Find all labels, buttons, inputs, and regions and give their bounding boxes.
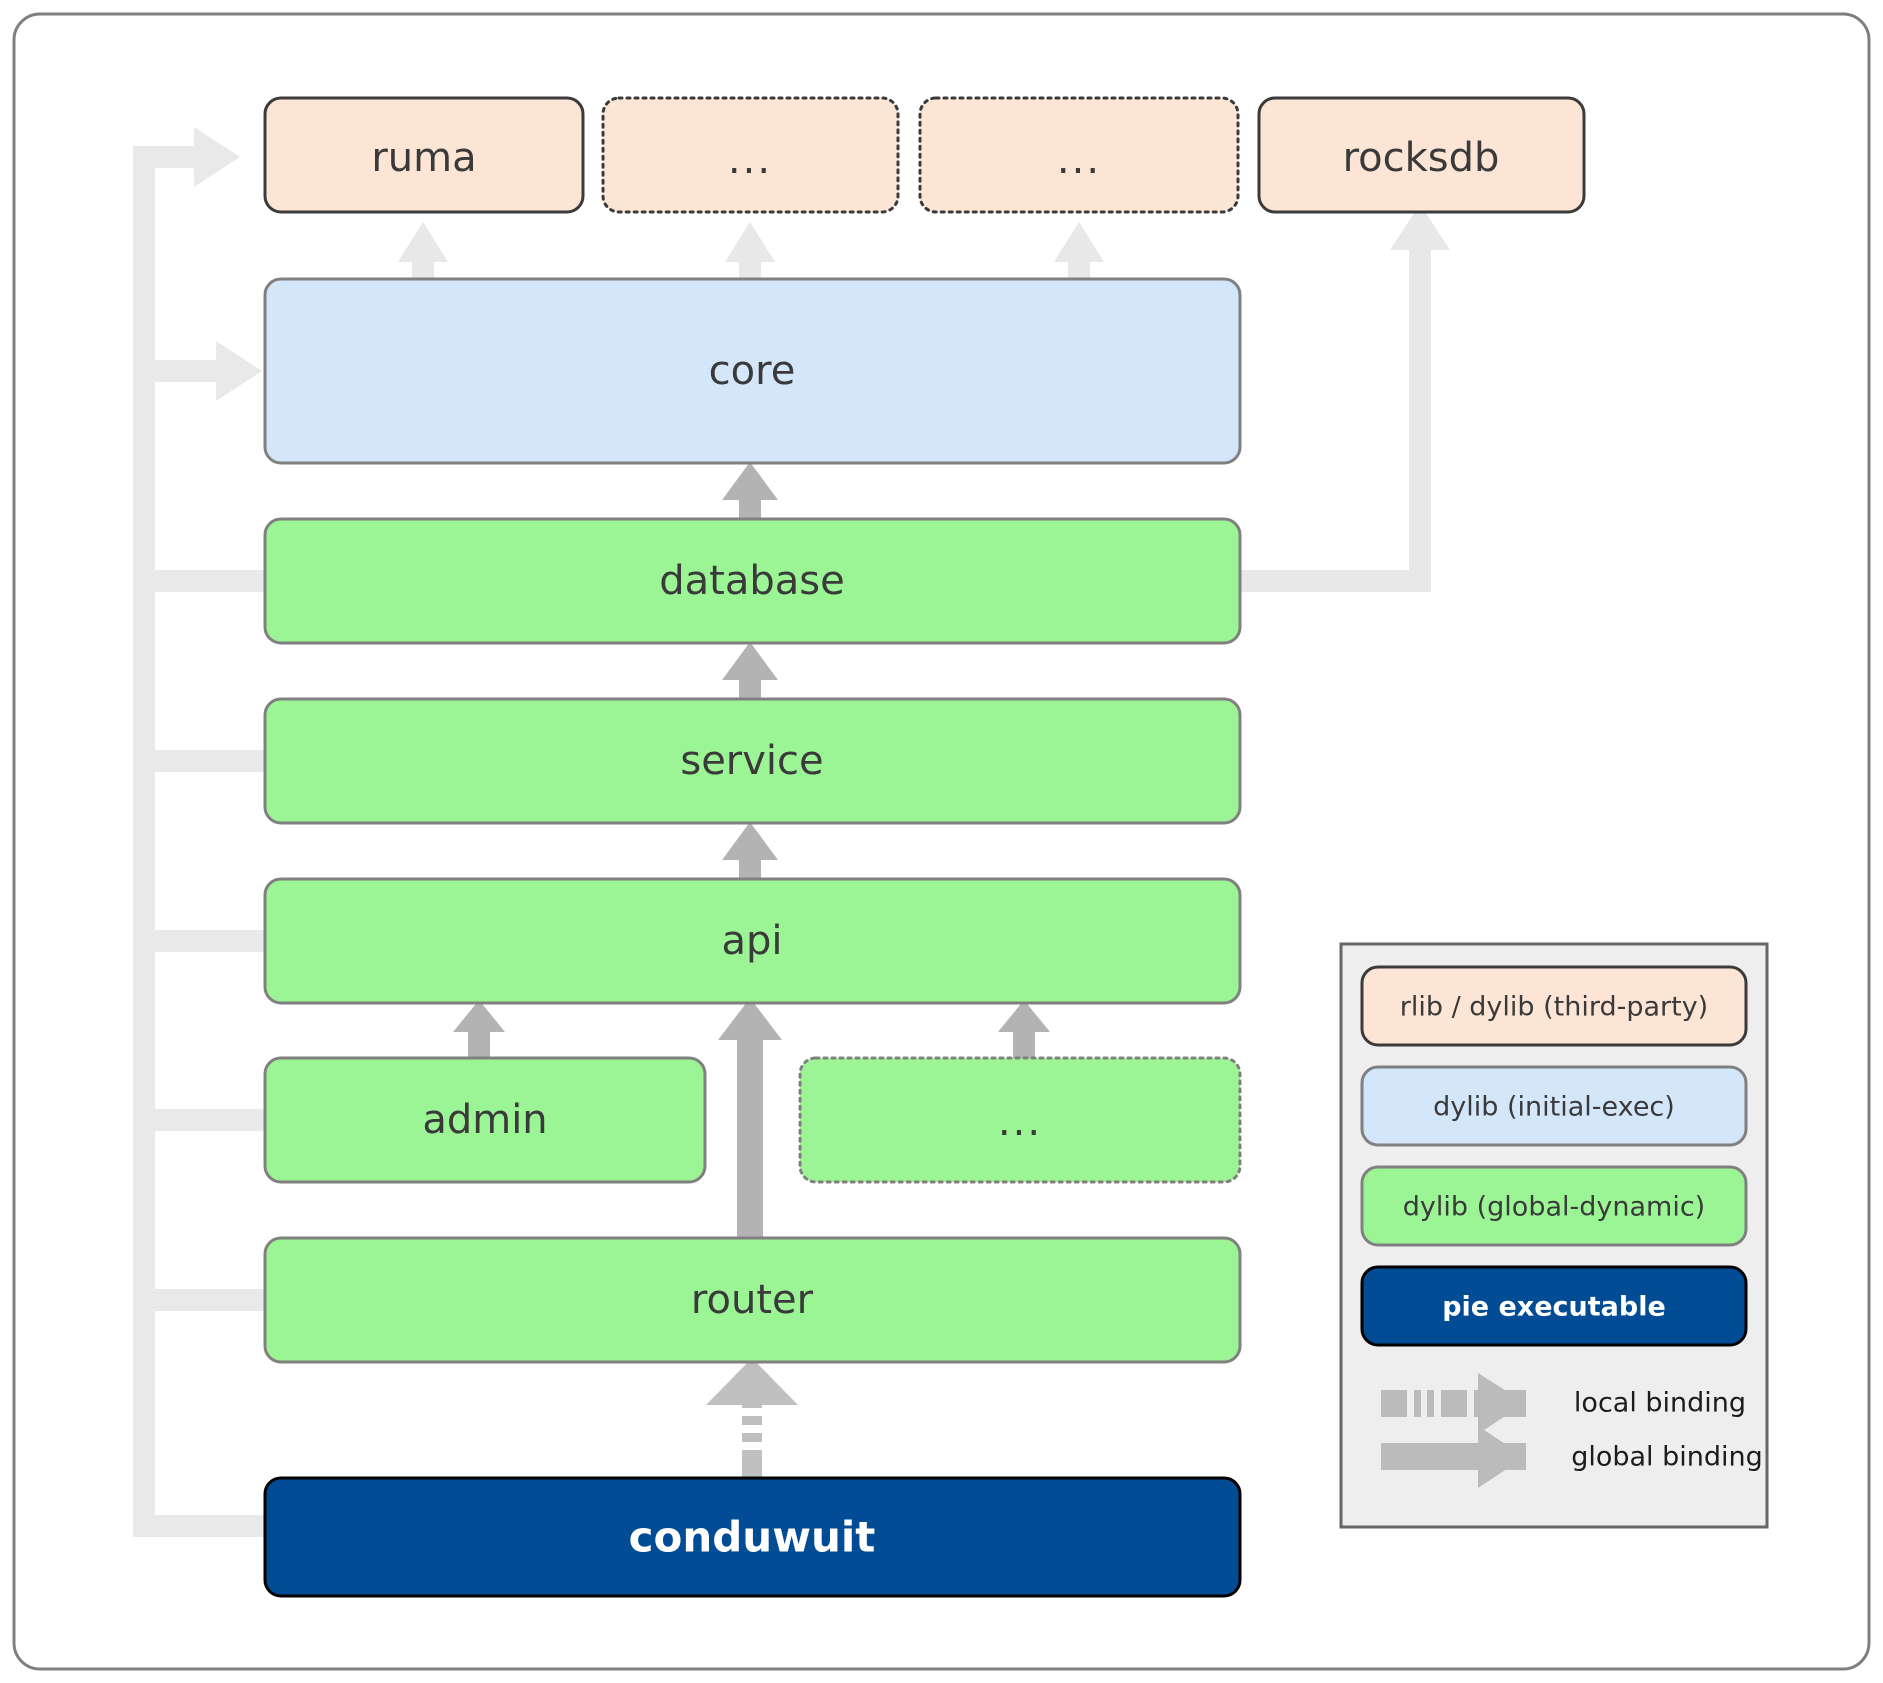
node-core[interactable]: core [263, 277, 1242, 465]
legend-swatch-pie-executable: pie executable [1360, 1265, 1748, 1347]
node-admin[interactable]: admin [263, 1056, 707, 1184]
legend-swatch-global-dynamic: dylib (global-dynamic) [1360, 1165, 1748, 1247]
node-service[interactable]: service [263, 697, 1242, 825]
node-label-service: service [680, 738, 823, 784]
node-label-admin: admin [422, 1097, 547, 1143]
node-label-router: router [691, 1277, 814, 1323]
edge-database-rocksdb [1240, 204, 1450, 592]
legend-swatch-initial-exec: dylib (initial-exec) [1360, 1065, 1748, 1147]
node-label-conduwuit: conduwuit [629, 1513, 876, 1562]
legend: rlib / dylib (third-party) dylib (initia… [1339, 942, 1769, 1529]
node-conduwuit[interactable]: conduwuit [263, 1476, 1242, 1598]
node-router[interactable]: router [263, 1236, 1242, 1364]
node-database[interactable]: database [263, 517, 1242, 645]
legend-swatch-third-party: rlib / dylib (third-party) [1360, 965, 1748, 1047]
node-label-third-party-placeholder-2: ... [1057, 137, 1101, 183]
legend-label-initial-exec: dylib (initial-exec) [1433, 1092, 1675, 1123]
legend-key-global-binding-icon [1381, 1426, 1526, 1488]
legend-key-label-global-binding: global binding [1571, 1442, 1763, 1473]
edge-router-api [718, 998, 782, 1246]
node-rocksdb[interactable]: rocksdb [1257, 96, 1586, 214]
edge-conduwuit-router-local [706, 1358, 798, 1482]
legend-key-label-local-binding: local binding [1574, 1388, 1746, 1419]
node-label-rocksdb: rocksdb [1343, 135, 1500, 181]
legend-key-local-binding-icon [1381, 1373, 1526, 1434]
node-label-api: api [721, 918, 782, 964]
node-third-party-placeholder-1[interactable]: ... [601, 96, 900, 214]
node-third-party-placeholder-2[interactable]: ... [918, 96, 1240, 214]
node-label-core: core [709, 348, 796, 394]
node-ruma[interactable]: ruma [263, 96, 585, 214]
node-label-database: database [659, 558, 844, 604]
node-global-dynamic-placeholder[interactable]: ... [798, 1056, 1242, 1184]
node-label-third-party-placeholder-1: ... [728, 137, 772, 183]
legend-label-third-party: rlib / dylib (third-party) [1400, 992, 1708, 1023]
node-label-global-dynamic-placeholder: ... [998, 1099, 1042, 1145]
node-api[interactable]: api [263, 877, 1242, 1005]
node-label-ruma: ruma [371, 135, 476, 181]
legend-label-pie-executable: pie executable [1442, 1292, 1666, 1323]
conduwuit-global-binding-trunk [133, 127, 275, 1537]
legend-label-global-dynamic: dylib (global-dynamic) [1403, 1192, 1705, 1223]
